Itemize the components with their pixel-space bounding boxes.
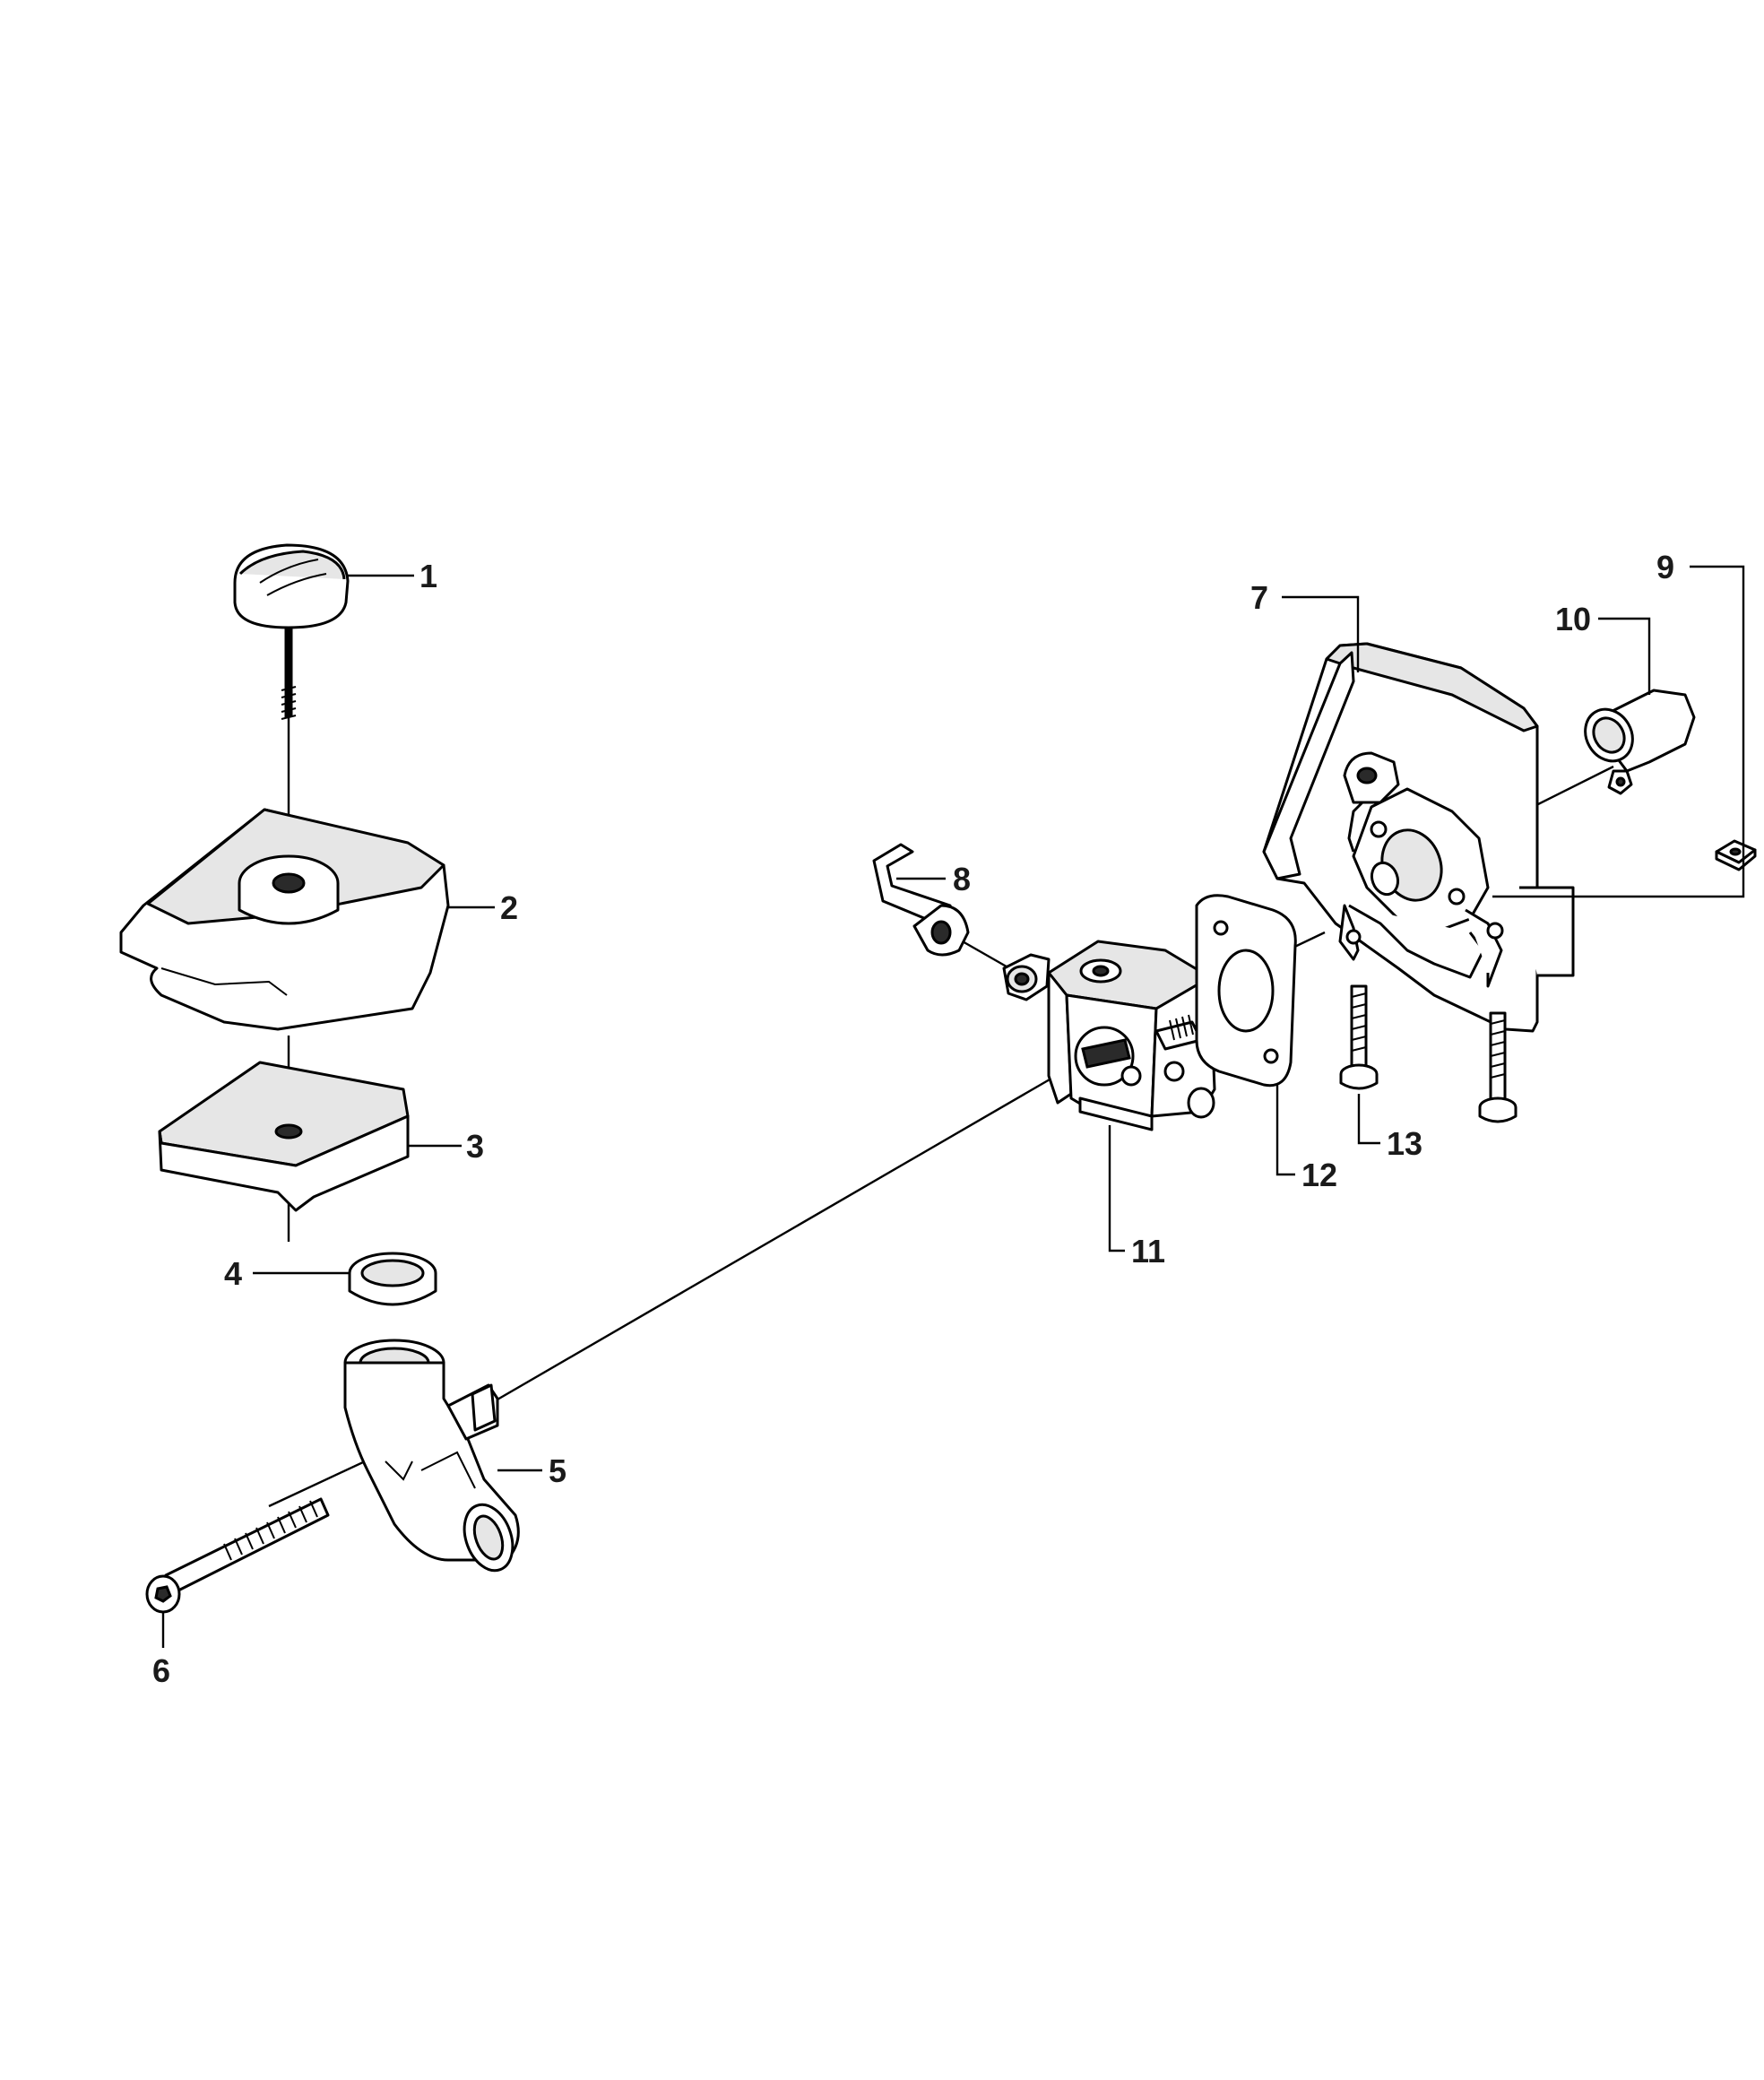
callout-6: 6 [152, 1652, 170, 1689]
part-intake-elbow [343, 1339, 520, 1573]
part-carburetor [1002, 940, 1216, 1131]
part-knob [233, 543, 350, 720]
callout-5: 5 [549, 1452, 566, 1489]
airbox-tab [1519, 886, 1575, 977]
part-seal-ring [348, 1252, 437, 1306]
knob-thread [281, 686, 297, 720]
bracket-arm [872, 843, 959, 927]
callout-8: 8 [953, 861, 971, 897]
callout-2: 2 [500, 889, 518, 926]
part-screws [1339, 984, 1518, 1123]
callout-labels: 1 2 3 4 5 6 7 8 9 10 11 12 13 [152, 549, 1674, 1689]
callout-12: 12 [1301, 1157, 1337, 1193]
bolt-shank [164, 1497, 330, 1594]
knob-top [238, 550, 346, 580]
filter-hole [274, 1123, 303, 1140]
elbow-clip [471, 1383, 497, 1432]
carb-screw-slot [1081, 1038, 1131, 1069]
airbox-top-rim [1325, 642, 1539, 732]
airbox-edge [1262, 651, 1355, 880]
bolt-thread [223, 1500, 318, 1561]
callout-4: 4 [224, 1255, 242, 1292]
callout-9: 9 [1656, 549, 1674, 585]
part-square-nut [1715, 839, 1757, 871]
callout-10: 10 [1555, 601, 1591, 637]
callout-1: 1 [419, 558, 437, 594]
cover-hole [272, 872, 306, 894]
carb-fuel-nipple [1187, 1087, 1215, 1119]
part-filter-cover [119, 808, 450, 1031]
cover-boss-side [238, 883, 340, 925]
part-throttle-bracket [872, 843, 970, 957]
axis-line-sleeve [1523, 765, 1614, 813]
gasket-bore [1217, 949, 1275, 1033]
part-air-box [1262, 642, 1575, 1033]
part-gasket [1195, 894, 1297, 1088]
carb-side-left [1047, 971, 1073, 1105]
part-long-bolt [145, 1497, 330, 1614]
callout-7: 7 [1250, 579, 1268, 616]
part-sleeve [1584, 689, 1696, 795]
callout-3: 3 [466, 1128, 484, 1165]
callout-11: 11 [1131, 1233, 1165, 1270]
callout-13: 13 [1387, 1125, 1422, 1162]
filter-side [158, 1114, 410, 1212]
part-filter-element [158, 1061, 410, 1212]
axis-line-intake [490, 1074, 1057, 1405]
carb-base [1078, 1096, 1154, 1131]
leader-lines [161, 565, 1745, 1648]
carb-spring [1169, 1014, 1194, 1041]
